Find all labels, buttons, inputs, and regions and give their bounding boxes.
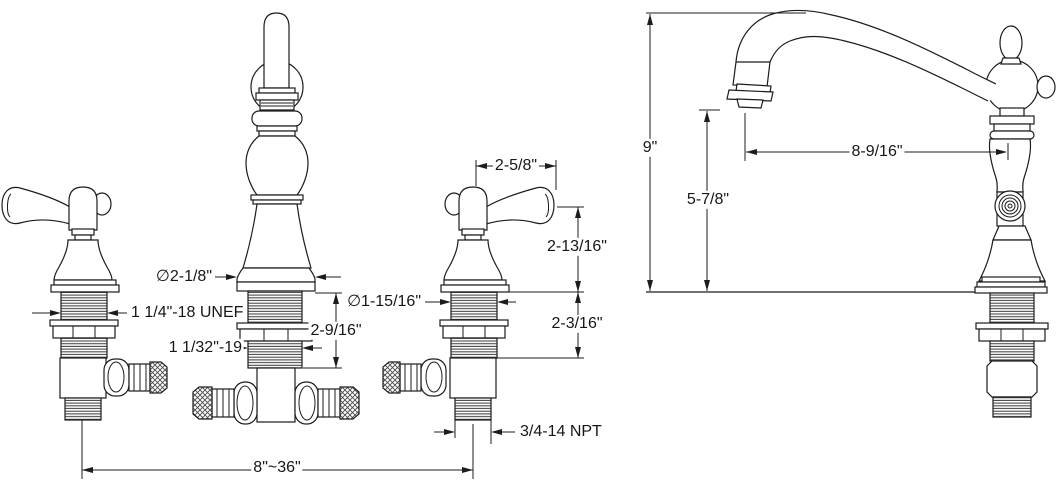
right-handle [382, 186, 555, 421]
center-right-supply-fitting [294, 381, 360, 425]
left-valve-side-outlet [103, 358, 168, 397]
dim-label-left-shank-thread: 1 1/4"-18 UNEF [129, 303, 246, 323]
side-shank [975, 292, 1049, 418]
right-shank-threads [450, 291, 498, 321]
side-column [974, 107, 1048, 294]
side-spout-outlet [726, 61, 774, 109]
side-view [646, 9, 1056, 418]
spout-base-flange [236, 267, 316, 283]
dim-label-outlet-thread: 3/4-14 NPT [518, 422, 604, 442]
side-shank-threads [989, 292, 1035, 324]
center-shank-threads [247, 290, 303, 324]
dim-label-handle-shank-length: 2-3/16" [549, 314, 605, 334]
front-view [1, 12, 555, 425]
center-spout [192, 12, 360, 425]
right-handle-lever [485, 186, 555, 225]
right-valve-bottom-threads [454, 397, 492, 421]
dim-label-handle-reach: 2-5/8" [492, 156, 540, 176]
spout-tube [263, 12, 290, 89]
left-valve-bottom-threads [64, 397, 102, 421]
dimension-lines [32, 12, 1009, 479]
left-handle [1, 186, 168, 421]
right-valve-side-outlet [382, 358, 447, 397]
left-locknut [52, 325, 116, 339]
dim-label-center-shank-thread: 1 1/32"-19 [166, 338, 244, 358]
side-finial-ball [999, 25, 1023, 61]
left-valve-body [59, 357, 107, 399]
right-locknut [442, 325, 506, 339]
dim-label-right-shank-dia: ∅1-15/16" [345, 292, 423, 312]
left-handle-bonnet [53, 239, 113, 281]
dim-label-overall-height: 9" [640, 138, 660, 158]
dim-label-spout-outlet-height: 5-7/8" [684, 190, 732, 210]
side-body-knob [1036, 75, 1056, 99]
dim-label-spout-flange-dia: ∅2-1/8" [153, 267, 214, 287]
center-locknut [239, 328, 313, 342]
side-locknut [978, 328, 1046, 342]
right-handle-post [458, 186, 488, 231]
side-spout-arm [736, 10, 1002, 102]
center-left-supply-fitting [192, 381, 258, 425]
right-valve-body [449, 357, 497, 399]
dim-label-spread: 8"~36" [251, 458, 303, 478]
left-shank-threads [60, 291, 108, 321]
dim-label-spout-reach: 8-9/16" [849, 142, 905, 162]
dim-label-handle-height: 2-13/16" [545, 237, 609, 257]
left-handle-post [68, 186, 98, 231]
dim-label-center-shank-length: 2-9/16" [308, 321, 364, 341]
right-handle-bonnet [443, 239, 503, 281]
center-tee-body [256, 367, 296, 423]
left-handle-lever [1, 186, 71, 225]
